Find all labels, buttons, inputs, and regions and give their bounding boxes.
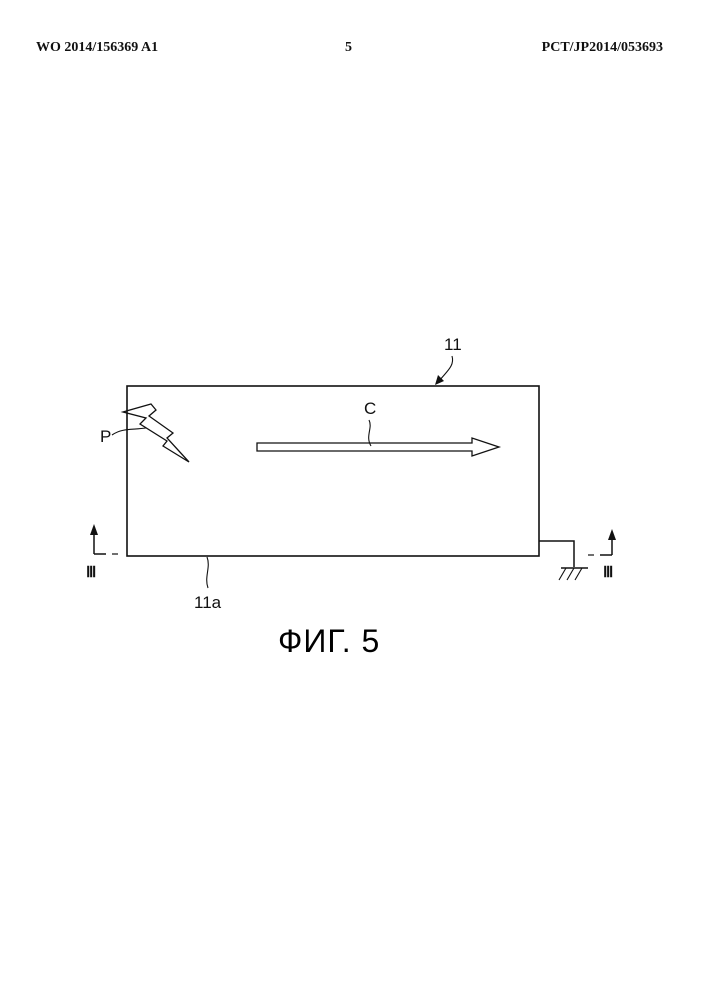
ground-wire [539, 541, 574, 567]
ground-hatch [559, 568, 582, 580]
section-left-arrowhead [90, 524, 98, 535]
current-arrow [257, 438, 499, 456]
figure-caption: ФИГ. 5 [278, 623, 380, 659]
label-section-left: Ⅲ [86, 564, 96, 581]
leader-c [369, 420, 371, 446]
leader-11 [440, 356, 453, 380]
label-11a: 11a [194, 593, 222, 612]
label-section-right: Ⅲ [603, 564, 613, 581]
section-right-arrowhead [608, 529, 616, 540]
leader-p [112, 428, 146, 435]
element-11-rectangle [127, 386, 539, 556]
label-p: P [100, 427, 111, 446]
label-c: C [364, 399, 376, 418]
label-11: 11 [444, 335, 462, 354]
leader-11a [207, 557, 209, 588]
lightning-icon [123, 404, 189, 462]
